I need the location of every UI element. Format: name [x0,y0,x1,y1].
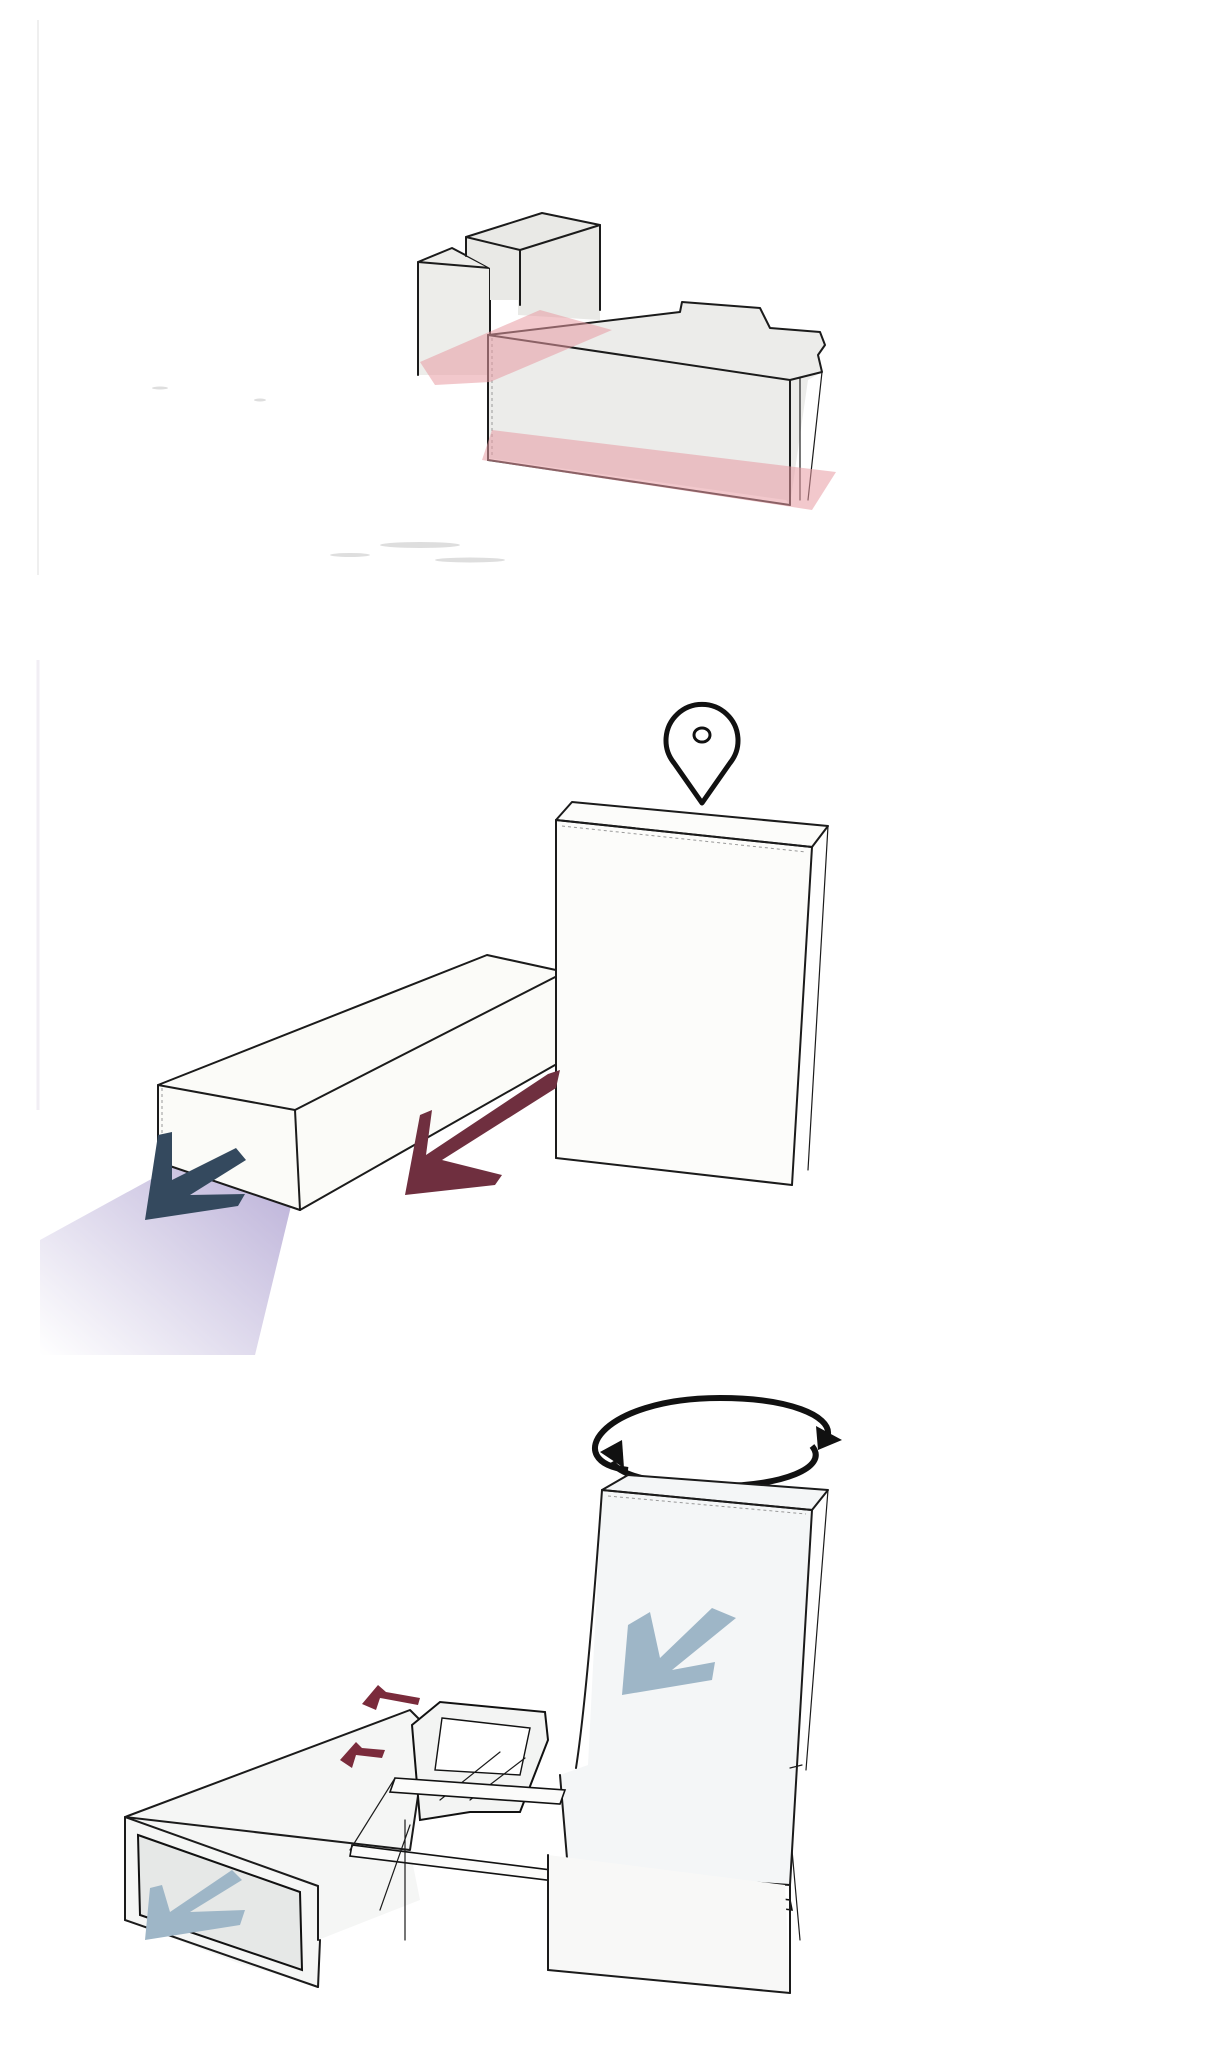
paper-speckles [152,387,505,563]
panel-site-orientation [0,640,1220,1360]
existing-massing-diagram [0,0,1220,600]
building-block-tower [556,802,828,1185]
panel-rotation-connection [0,1380,1220,2053]
rotate-icon [595,1398,842,1486]
rotation-connection-diagram [0,1380,1220,2053]
panel-existing-massing [0,0,1220,600]
location-pin-icon [666,704,738,803]
site-orientation-diagram [0,640,1220,1360]
